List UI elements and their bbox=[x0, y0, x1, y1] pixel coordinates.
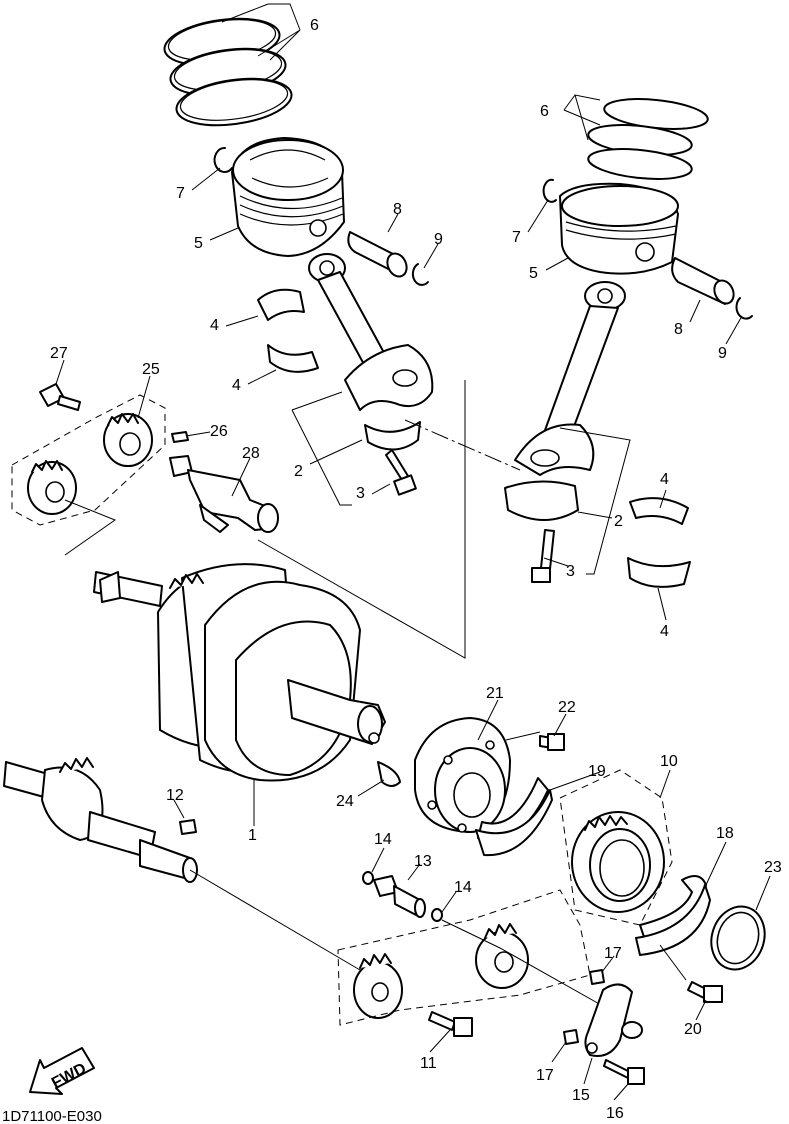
callout-9-left: 9 bbox=[434, 231, 443, 248]
piston-rings-right bbox=[587, 98, 709, 180]
rod-bolt-left bbox=[385, 449, 417, 496]
callout-24: 24 bbox=[336, 793, 354, 810]
callout-17-bottom: 17 bbox=[536, 1067, 554, 1084]
callout-21: 21 bbox=[486, 685, 504, 702]
bearing-18 bbox=[635, 875, 711, 956]
callout-2-right: 2 bbox=[614, 513, 623, 530]
bolt-27 bbox=[39, 383, 81, 411]
callout-19: 19 bbox=[588, 763, 606, 780]
piston-right bbox=[559, 182, 679, 275]
callout-8-left: 8 bbox=[393, 201, 402, 218]
timing-gear-25 bbox=[103, 413, 153, 467]
callout-18: 18 bbox=[716, 825, 734, 842]
crankshaft-guide bbox=[257, 380, 466, 659]
callout-12: 12 bbox=[166, 787, 184, 804]
callout-leaders bbox=[55, 3, 771, 1101]
circlip-left-9 bbox=[411, 263, 429, 286]
callout-10: 10 bbox=[660, 753, 678, 770]
callout-5-right: 5 bbox=[529, 265, 538, 282]
circlip-left-7 bbox=[213, 146, 233, 173]
callout-3-left: 3 bbox=[356, 485, 365, 502]
callout-26: 26 bbox=[210, 423, 228, 440]
bearing-19 bbox=[475, 777, 553, 857]
bolt-16 bbox=[603, 1059, 645, 1085]
callout-28: 28 bbox=[242, 445, 260, 462]
shaft-13 bbox=[373, 875, 426, 918]
callout-15: 15 bbox=[572, 1087, 590, 1104]
bearing-upper-left bbox=[257, 288, 319, 373]
callout-25: 25 bbox=[142, 361, 160, 378]
crankshaft bbox=[93, 563, 386, 782]
callout-4-right-top: 4 bbox=[660, 471, 669, 488]
gear-small-center bbox=[475, 923, 529, 989]
rod-bolt-right bbox=[531, 529, 555, 583]
bolt-20 bbox=[687, 981, 723, 1003]
diagram-code: 1D71100-E030 bbox=[2, 1108, 102, 1124]
bearing-right bbox=[627, 497, 691, 588]
callout-4-right-bottom: 4 bbox=[660, 623, 669, 640]
circlip-right-9 bbox=[735, 297, 753, 320]
gear-lower-left bbox=[353, 953, 403, 1019]
dowel-14-a bbox=[362, 871, 374, 885]
callout-6-left: 6 bbox=[310, 17, 319, 34]
circlip-right-7 bbox=[542, 178, 557, 203]
flywheel-hub-21 bbox=[414, 717, 511, 833]
callout-4-upper-left: 4 bbox=[210, 317, 219, 334]
callout-4-lower-left: 4 bbox=[232, 377, 241, 394]
shaft-28 bbox=[169, 455, 279, 533]
fwd-arrow-icon: FWD bbox=[29, 1047, 95, 1095]
callout-2-left: 2 bbox=[294, 463, 303, 480]
callout-14-top: 14 bbox=[374, 831, 392, 848]
callout-1: 1 bbox=[248, 827, 257, 844]
ring-23 bbox=[710, 905, 766, 971]
key-12 bbox=[179, 819, 197, 835]
clip-24 bbox=[377, 761, 401, 787]
callout-6-right: 6 bbox=[540, 103, 549, 120]
bolt-17-a bbox=[589, 969, 605, 985]
connecting-rod-left bbox=[308, 253, 434, 451]
dowel-14-b bbox=[431, 908, 443, 922]
connecting-rod-right bbox=[504, 281, 626, 521]
balancer-shaft bbox=[3, 757, 198, 883]
callout-5-left: 5 bbox=[194, 235, 203, 252]
piston-pin-right bbox=[671, 257, 735, 305]
callout-16: 16 bbox=[606, 1105, 624, 1122]
bolt-11 bbox=[428, 1011, 473, 1037]
callout-labels: 6 7 5 8 9 6 7 5 8 9 4 4 27 25 26 28 2 3 … bbox=[50, 17, 782, 1122]
callout-7-right: 7 bbox=[512, 229, 521, 246]
callout-23: 23 bbox=[764, 859, 782, 876]
callout-8-right: 8 bbox=[674, 321, 683, 338]
callout-7-left: 7 bbox=[176, 185, 185, 202]
callout-3-right: 3 bbox=[566, 563, 575, 580]
key-26 bbox=[171, 431, 189, 443]
piston-pin-left bbox=[347, 231, 408, 278]
bolt-17-b bbox=[563, 1029, 579, 1045]
callout-17-top: 17 bbox=[604, 945, 622, 962]
camshaft-gear-left bbox=[27, 460, 77, 515]
bolt-22 bbox=[539, 733, 565, 751]
callout-20: 20 bbox=[684, 1021, 702, 1038]
callout-14-bottom: 14 bbox=[454, 879, 472, 896]
callout-13: 13 bbox=[414, 853, 432, 870]
callout-22: 22 bbox=[558, 699, 576, 716]
gear-10 bbox=[571, 811, 665, 913]
piston-left bbox=[231, 137, 345, 257]
callout-9-right: 9 bbox=[718, 345, 727, 362]
piston-rings-left bbox=[163, 17, 293, 127]
callout-11: 11 bbox=[420, 1055, 437, 1072]
callout-27: 27 bbox=[50, 345, 68, 362]
tensioner-arm-15 bbox=[584, 983, 643, 1057]
